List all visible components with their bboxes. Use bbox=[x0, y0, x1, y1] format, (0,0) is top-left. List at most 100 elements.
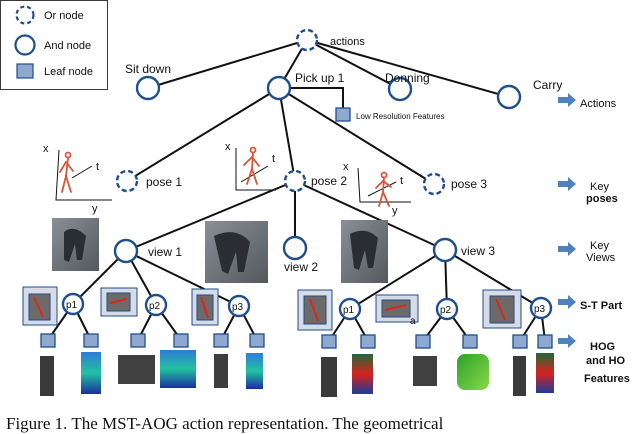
hog-feature bbox=[513, 356, 526, 396]
v3-p1-label: p1 bbox=[343, 305, 355, 316]
pose2-label: pose 2 bbox=[311, 174, 347, 188]
hog-feature bbox=[40, 356, 54, 396]
leaf-node bbox=[335, 107, 351, 122]
pose-figures bbox=[59, 146, 392, 207]
level-key-views-label-1: Key bbox=[590, 240, 609, 252]
leaf-node bbox=[462, 334, 478, 349]
level-actions-label: Actions bbox=[580, 98, 617, 110]
pose1-axis-x: x bbox=[43, 143, 49, 155]
low-res-label: Low Resolution Features bbox=[356, 112, 445, 121]
arrow-right-icon bbox=[558, 93, 576, 107]
and-node-sit-down bbox=[135, 75, 161, 101]
pose1-label: pose 1 bbox=[146, 175, 182, 189]
v1-p2-label: p2 bbox=[149, 301, 161, 312]
part-mark-label: a bbox=[410, 316, 416, 327]
and-node-pick-up bbox=[266, 75, 292, 101]
sit-down-label: Sit down bbox=[125, 62, 171, 76]
and-node-v1p1 bbox=[61, 292, 85, 316]
pick-up-label: Pick up 1 bbox=[295, 71, 345, 85]
leaf-node bbox=[213, 333, 229, 348]
carry-label: Carry bbox=[533, 78, 562, 92]
view1-label: view 1 bbox=[148, 245, 182, 259]
view3-label: view 3 bbox=[461, 244, 495, 258]
pose3-figure bbox=[380, 171, 388, 179]
part-thumb-v1p3 bbox=[191, 288, 219, 326]
legend-or-label: Or node bbox=[44, 10, 84, 22]
part-thumb-v3p3 bbox=[482, 289, 522, 329]
and-node-carry bbox=[496, 84, 522, 110]
level-key-views-label-2: Views bbox=[586, 252, 616, 264]
part-thumb-v3p2 bbox=[375, 294, 419, 323]
level-key-poses-label-1: Key bbox=[590, 181, 609, 193]
pose2-axis-x: x bbox=[225, 141, 231, 153]
pose3-axis-t: t bbox=[400, 175, 403, 187]
and-node-v3p3 bbox=[529, 296, 553, 320]
pose2-figure bbox=[249, 146, 257, 154]
arrow-right-icon bbox=[558, 295, 576, 309]
view-nodes bbox=[113, 235, 458, 264]
and-node-view3 bbox=[432, 237, 458, 263]
hog-feature bbox=[214, 354, 228, 388]
and-node-v3p2 bbox=[435, 297, 459, 321]
pose3-axis-y: y bbox=[392, 205, 398, 217]
legend-leaf-label: Leaf node bbox=[44, 66, 93, 78]
and-node-v3p1 bbox=[338, 297, 362, 321]
or-nodes bbox=[115, 28, 446, 196]
v3-p3-label: p3 bbox=[534, 304, 546, 315]
leaf-node bbox=[512, 334, 528, 349]
arrow-right-icon bbox=[558, 177, 576, 191]
and-node-view1 bbox=[113, 238, 139, 264]
and-node-v1p2 bbox=[144, 293, 168, 317]
ho-feature bbox=[352, 354, 373, 394]
part-thumbnails bbox=[22, 286, 522, 331]
or-node-icon bbox=[15, 5, 35, 25]
or-node-pose2 bbox=[283, 169, 307, 193]
ho-feature bbox=[81, 352, 101, 394]
level-features-label-3: Features bbox=[584, 373, 630, 385]
v3-p2-label: p2 bbox=[440, 305, 452, 316]
leaf-node bbox=[360, 334, 376, 349]
level-features-label-2: and HO bbox=[586, 355, 626, 367]
level-st-part-label: S-T Part bbox=[580, 300, 623, 312]
leaf-node bbox=[249, 333, 265, 348]
feature-strips bbox=[40, 350, 554, 397]
and-nodes bbox=[61, 75, 553, 321]
ho-feature bbox=[246, 353, 263, 389]
legend-and-label: And node bbox=[44, 40, 91, 52]
arrow-right-icon bbox=[558, 242, 576, 256]
level-features-label-1: HOG bbox=[590, 341, 615, 353]
ho-feature bbox=[536, 353, 554, 393]
figure-caption: Figure 1. The MST-AOG action representat… bbox=[6, 414, 444, 433]
pose2-axis-t: t bbox=[272, 153, 275, 165]
level-key-poses-label-2: poses bbox=[586, 193, 618, 205]
and-node-donning bbox=[387, 76, 413, 102]
leaf-node bbox=[415, 334, 431, 349]
v1-p3-label: p3 bbox=[232, 302, 244, 313]
hog-feature bbox=[413, 356, 437, 386]
leaf-node bbox=[130, 333, 146, 348]
part-thumb-v1p1 bbox=[22, 286, 58, 326]
or-node-pose3 bbox=[422, 172, 446, 196]
root-label: actions bbox=[330, 36, 365, 48]
view-photos bbox=[52, 218, 388, 283]
leaf-node bbox=[83, 333, 99, 348]
level-arrows bbox=[558, 93, 576, 348]
and-node-view2 bbox=[282, 235, 308, 261]
part-thumb-v3p1 bbox=[297, 289, 333, 331]
and-node-v1p3 bbox=[227, 294, 251, 318]
pose3-label: pose 3 bbox=[451, 177, 487, 191]
hog-feature bbox=[321, 357, 337, 397]
leaf-node bbox=[173, 333, 189, 348]
and-node-icon bbox=[14, 34, 36, 56]
donning-label: Donning bbox=[385, 71, 430, 85]
pose1-figure bbox=[64, 151, 72, 159]
ho-feature bbox=[160, 350, 196, 388]
arrow-right-icon bbox=[558, 334, 576, 348]
pose3-axis-x: x bbox=[343, 161, 349, 173]
or-node-actions bbox=[295, 28, 319, 52]
leaf-nodes bbox=[40, 107, 553, 349]
leaf-node bbox=[321, 334, 337, 349]
leaf-node-icon bbox=[16, 63, 34, 79]
hog-feature bbox=[118, 355, 155, 384]
